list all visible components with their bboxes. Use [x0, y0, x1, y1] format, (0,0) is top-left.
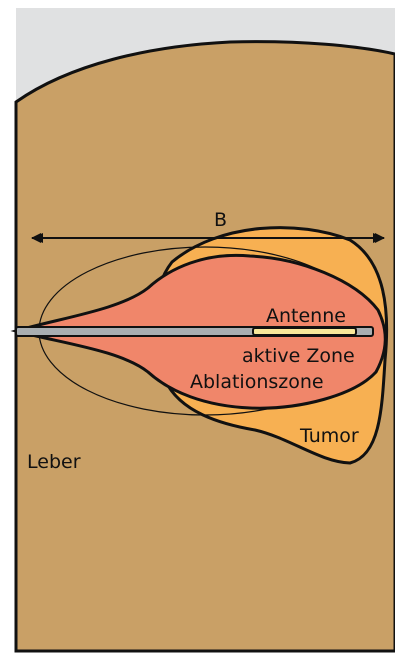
label-tumor: Tumor [299, 425, 359, 447]
label-width: B [214, 209, 227, 231]
label-active-zone: aktive Zone [242, 345, 355, 367]
active-zone-marker [253, 328, 356, 335]
label-antenna: Antenne [266, 305, 346, 327]
label-liver: Leber [27, 451, 81, 473]
label-ablation-zone: Ablationszone [190, 371, 324, 393]
